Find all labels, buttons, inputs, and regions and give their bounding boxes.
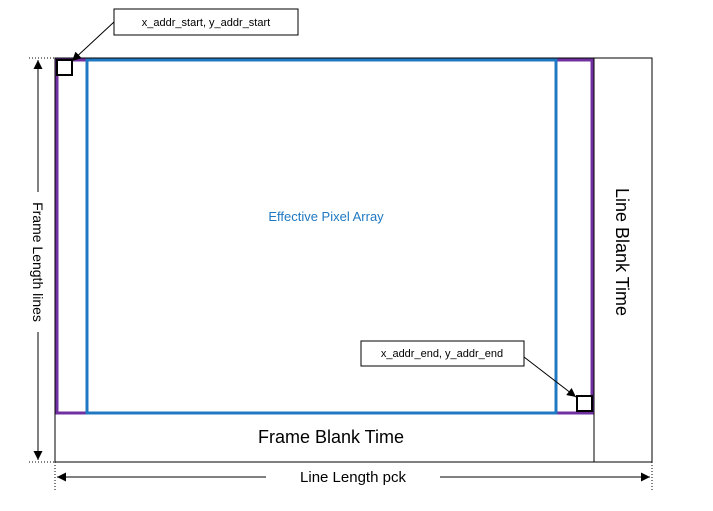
frame-length-label-bg (28, 192, 48, 332)
frame-blank-label: Frame Blank Time (258, 427, 404, 447)
end-callout-label: x_addr_end, y_addr_end (381, 348, 503, 360)
start-corner-marker (56, 59, 73, 76)
total-frame-outline (54, 57, 653, 463)
end-corner-marker (576, 395, 593, 412)
frame-length-label: Frame Length lines (30, 202, 46, 322)
effective-array-label: Effective Pixel Array (268, 209, 384, 224)
start-callout-label: x_addr_start, y_addr_start (142, 17, 270, 29)
line-blank-label: Line Blank Time (612, 188, 632, 316)
line-length-label: Line Length pck (300, 469, 406, 486)
line-length-label-bg (266, 466, 440, 488)
start-callout-box (113, 8, 299, 36)
end-callout-box (360, 340, 525, 367)
end-callout-pointer (523, 356, 577, 398)
effective-pixel-array (85, 58, 558, 415)
start-callout-pointer (71, 21, 115, 62)
